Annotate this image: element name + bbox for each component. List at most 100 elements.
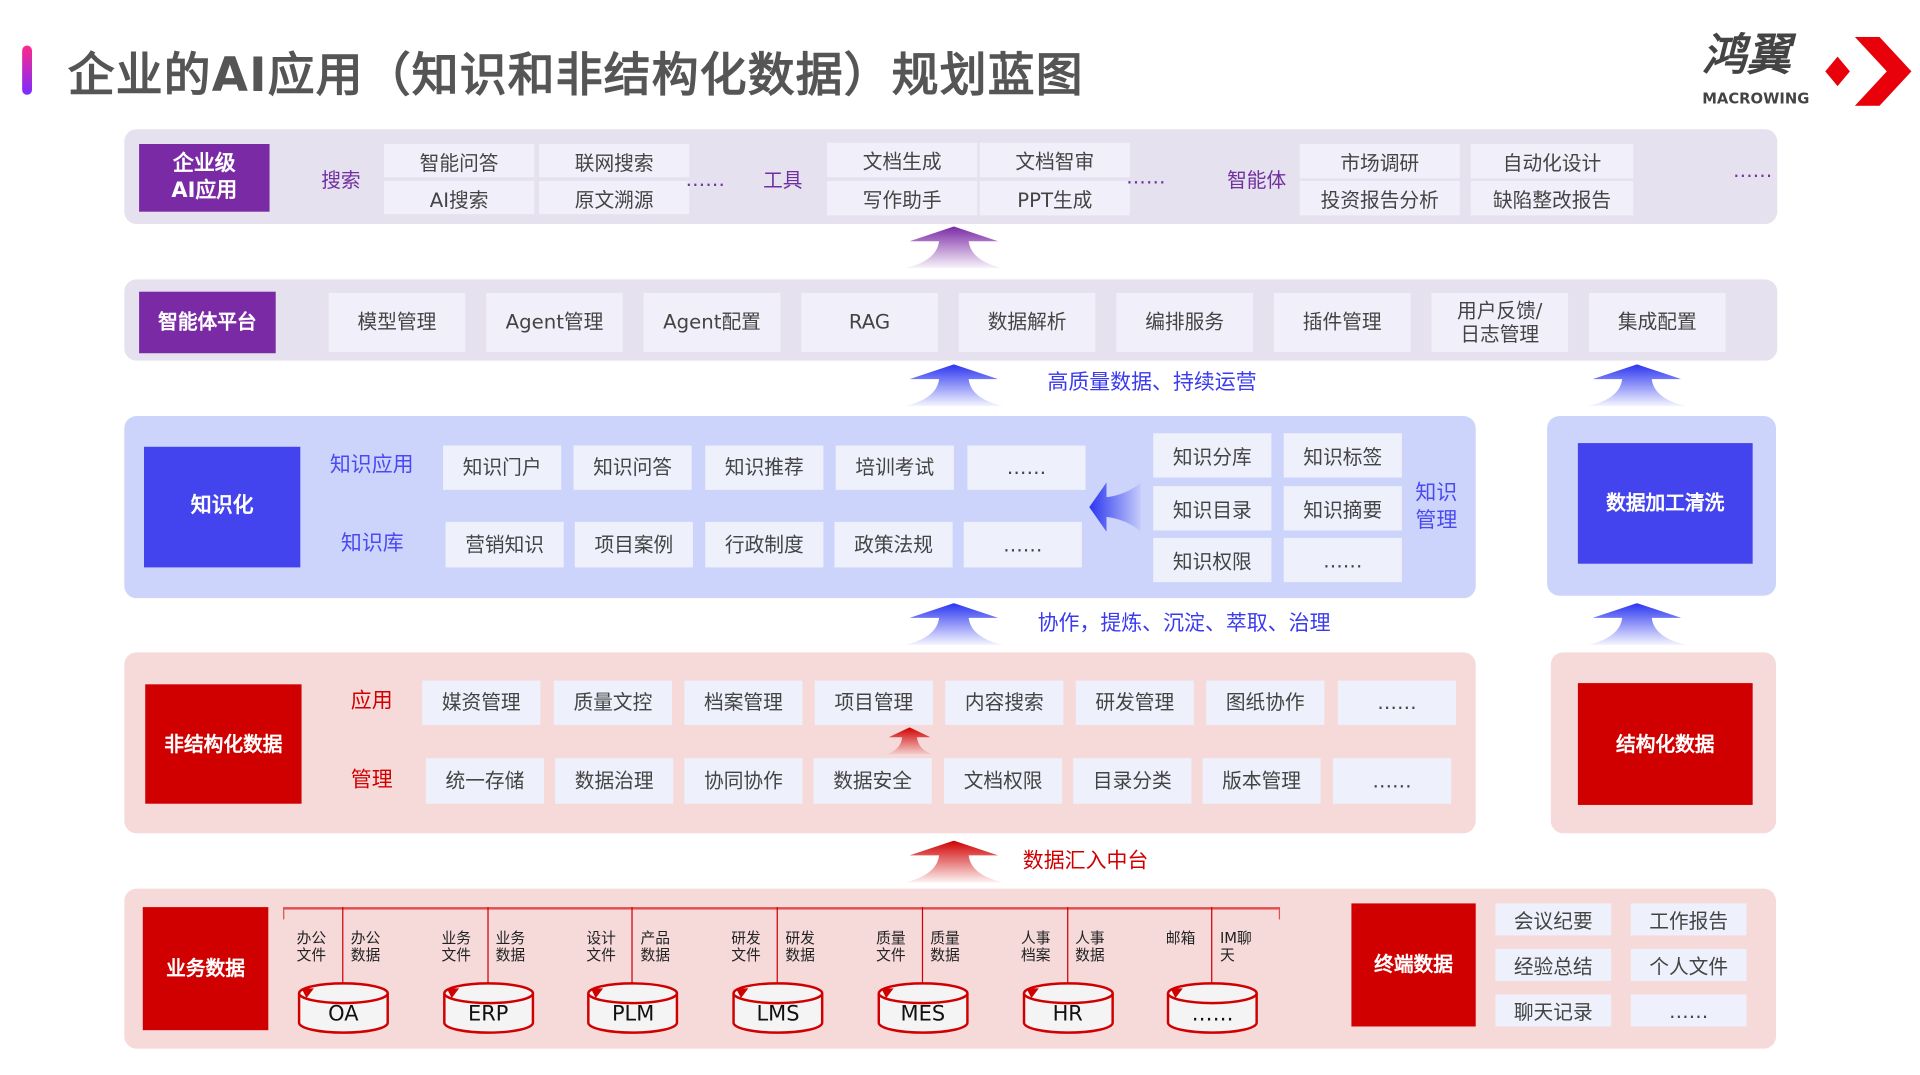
knowledge-mgmt-item[interactable]: 知识权限 [1153,537,1272,583]
platform-module[interactable]: 用户反馈/ 日志管理 [1431,292,1569,353]
title-accent-bar [22,45,33,95]
search-item[interactable]: 智能问答 [384,144,535,178]
system-data-label: 研发 数据 [785,929,815,965]
agent-item[interactable]: 缺陷整改报告 [1470,180,1634,216]
unstructured-app-item[interactable]: 研发管理 [1075,680,1194,725]
knowledge-base-item[interactable]: 行政制度 [705,521,824,568]
system-data-label: 质量 数据 [930,929,960,965]
knowledge-base-label: 知识库 [340,531,404,557]
platform-module[interactable]: 集成配置 [1588,292,1726,353]
platform-module[interactable]: 编排服务 [1116,292,1253,353]
database-cylinder-icon [1167,982,1259,1034]
unstructured-app-item[interactable]: 档案管理 [684,680,803,725]
up-arrow-icon [904,226,1004,269]
tool-item[interactable]: PPT生成 [979,180,1130,216]
knowledge-mgmt-item[interactable]: …… [1283,537,1402,583]
system-data-label: 办公 数据 [350,929,381,965]
terminal-data-item[interactable]: 个人文件 [1630,948,1747,981]
unstructured-data-label: 非结构化数据 [145,684,302,804]
unstructured-mgmt-item[interactable]: 版本管理 [1202,758,1321,804]
system-3[interactable]: 设计 文件产品 数据 PLM [584,907,682,1036]
platform-module[interactable]: Agent管理 [486,292,623,353]
connector-line [1211,907,1213,984]
tool-item[interactable]: 文档智审 [979,142,1130,178]
knowledge-base-item[interactable]: 营销知识 [445,521,564,568]
layer-knowledge [124,416,1476,599]
unstructured-app-item[interactable]: 图纸协作 [1206,680,1325,725]
unstructured-app-item[interactable]: 项目管理 [814,680,933,725]
knowledge-app-item[interactable]: 知识门户 [443,445,562,490]
system-name: ERP [468,1001,509,1027]
flow-label-quality-data: 高质量数据、持续运营 [1047,370,1257,396]
agent-item[interactable]: 市场调研 [1299,144,1460,179]
knowledge-base-item[interactable]: …… [963,521,1082,568]
unstructured-mgmt-item[interactable]: 统一存储 [425,758,545,804]
search-item[interactable]: AI搜索 [384,180,535,215]
terminal-data-item[interactable]: …… [1630,994,1747,1027]
unstructured-app-item[interactable]: 媒资管理 [422,680,541,725]
unstructured-app-item[interactable]: …… [1337,680,1457,725]
tool-item[interactable]: 文档生成 [827,142,978,178]
database-cylinder-icon [1022,982,1114,1034]
agent-item[interactable]: 自动化设计 [1470,144,1634,179]
unstructured-mgmt-item[interactable]: 数据治理 [555,758,674,804]
knowledge-mgmt-label: 知识 管理 [1415,481,1458,534]
flow-label-data-aggregation: 数据汇入中台 [1022,849,1149,874]
knowledge-app-item[interactable]: …… [967,445,1086,490]
logo-cn: 鸿翼 [1702,30,1791,82]
unstructured-app-item[interactable]: 质量文控 [553,680,673,725]
terminal-data-item[interactable]: 聊天记录 [1495,994,1612,1027]
database-cylinder-icon [442,982,534,1034]
logo-chevron-icon [1825,36,1912,106]
search-item[interactable]: 原文溯源 [539,180,690,215]
up-arrow-icon [904,840,1004,883]
knowledge-mgmt-item[interactable]: 知识目录 [1153,486,1272,531]
system-name: PLM [611,1001,655,1027]
terminal-data-item[interactable]: 工作报告 [1630,903,1747,936]
up-arrow-icon [1587,603,1687,645]
platform-module[interactable]: Agent配置 [643,292,781,353]
terminal-data-item[interactable]: 会议纪要 [1495,903,1612,936]
agent-item[interactable]: 投资报告分析 [1299,180,1460,216]
database-cylinder-icon [732,982,824,1034]
knowledge-app-item[interactable]: 培训考试 [835,445,954,490]
unstructured-mgmt-item[interactable]: …… [1332,758,1452,804]
connector-line [487,907,489,984]
knowledge-app-item[interactable]: 知识推荐 [705,445,824,490]
connector-line [1066,907,1068,984]
system-data-label: 人事 数据 [1075,929,1105,965]
knowledge-base-item[interactable]: 政策法规 [834,521,953,568]
system-file-label: 设计 文件 [586,929,616,965]
tool-item[interactable]: 写作助手 [827,180,978,216]
unstructured-mgmt-item[interactable]: 协同协作 [684,758,803,804]
unstructured-mgmt-label: 管理 [350,768,393,793]
knowledge-mgmt-item[interactable]: 知识标签 [1283,433,1402,478]
system-file-label: 邮箱 [1165,929,1196,947]
knowledge-mgmt-item[interactable]: 知识分库 [1153,433,1272,478]
knowledge-app-item[interactable]: 知识问答 [573,445,692,490]
knowledge-mgmt-item[interactable]: 知识摘要 [1283,486,1402,531]
search-category-label: 搜索 [321,168,361,193]
system-file-label: 质量 文件 [876,929,906,965]
platform-module[interactable]: RAG [801,292,938,353]
platform-module[interactable]: 数据解析 [958,292,1096,353]
platform-module[interactable]: 模型管理 [328,292,466,353]
unstructured-app-item[interactable]: 内容搜索 [945,680,1064,725]
platform-module[interactable]: 插件管理 [1273,292,1411,353]
unstructured-mgmt-item[interactable]: 数据安全 [813,758,932,804]
system-data-label: 产品 数据 [640,929,671,965]
unstructured-mgmt-item[interactable]: 目录分类 [1073,758,1192,804]
unstructured-mgmt-item[interactable]: 文档权限 [944,758,1063,804]
search-item[interactable]: 联网搜索 [539,144,690,178]
system-name: HR [1052,1001,1083,1027]
system-name: …… [1191,1001,1234,1027]
knowledge-base-item[interactable]: 项目案例 [574,521,693,568]
terminal-data-item[interactable]: 经验总结 [1495,948,1612,981]
